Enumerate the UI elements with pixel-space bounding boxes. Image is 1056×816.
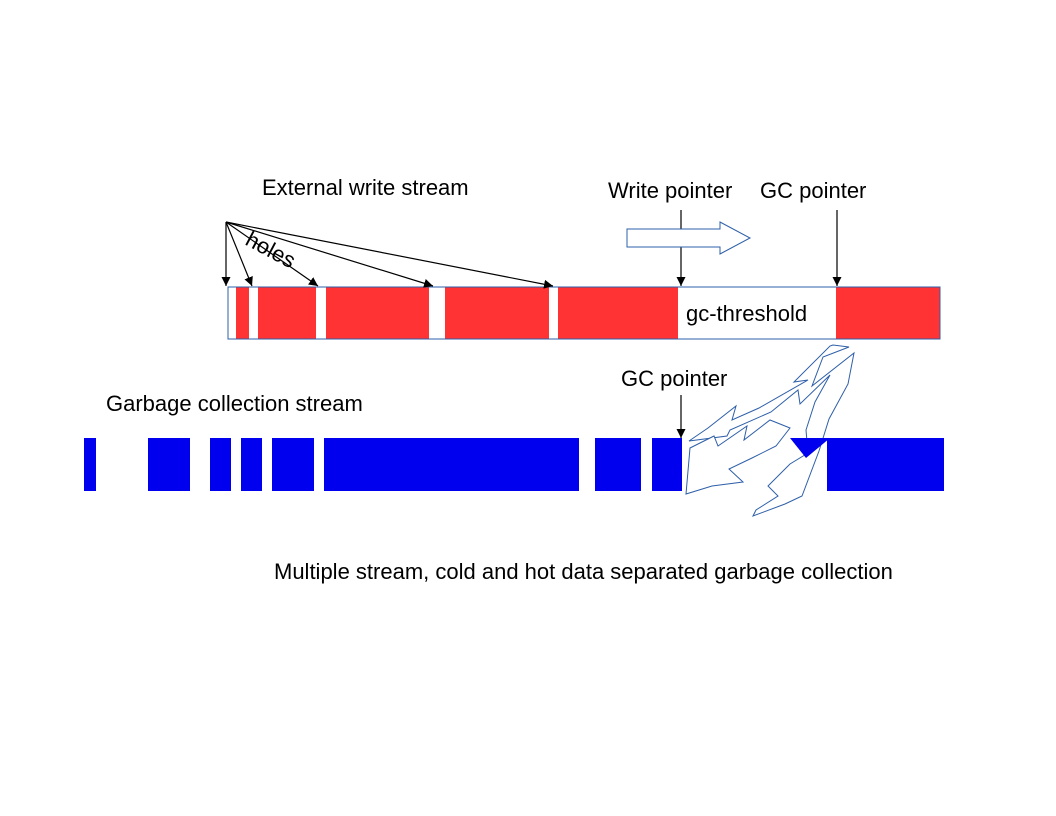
holes-arrow [225, 221, 434, 288]
gc-pointer-top-label: GC pointer [760, 178, 866, 203]
write-pointer-label: Write pointer [608, 178, 732, 203]
hole [429, 287, 445, 339]
external-write-stream-label: External write stream [262, 175, 469, 200]
hole [228, 287, 236, 339]
external-write-stream-bar [227, 286, 941, 340]
holes-arrow [225, 221, 554, 289]
gc-pointer-bottom-label: GC pointer [621, 366, 727, 391]
hole [314, 438, 324, 491]
hole [96, 438, 148, 491]
gc-threshold-label: gc-threshold [686, 301, 807, 326]
caption: Multiple stream, cold and hot data separ… [274, 559, 893, 584]
holes-arrow [225, 221, 319, 287]
gc-stream-blue-wedge [790, 438, 830, 458]
holes-arrows [221, 221, 554, 289]
hole [190, 438, 210, 491]
gc-threshold-region [678, 287, 836, 339]
hole [641, 438, 652, 491]
holes-arrow [225, 221, 253, 287]
hole [231, 438, 241, 491]
hole [549, 287, 558, 339]
block-arrow-migrate-icon [688, 344, 855, 517]
block-arrow-migrate-icon [685, 419, 791, 495]
hole [249, 287, 258, 339]
hole [316, 287, 326, 339]
garbage-collection-stream-label: Garbage collection stream [106, 391, 363, 416]
block-arrow-right-icon [626, 221, 752, 255]
write-stream-bar-outline [227, 286, 941, 340]
hole [262, 438, 272, 491]
holes-label: holes [242, 226, 300, 273]
hole [579, 438, 595, 491]
